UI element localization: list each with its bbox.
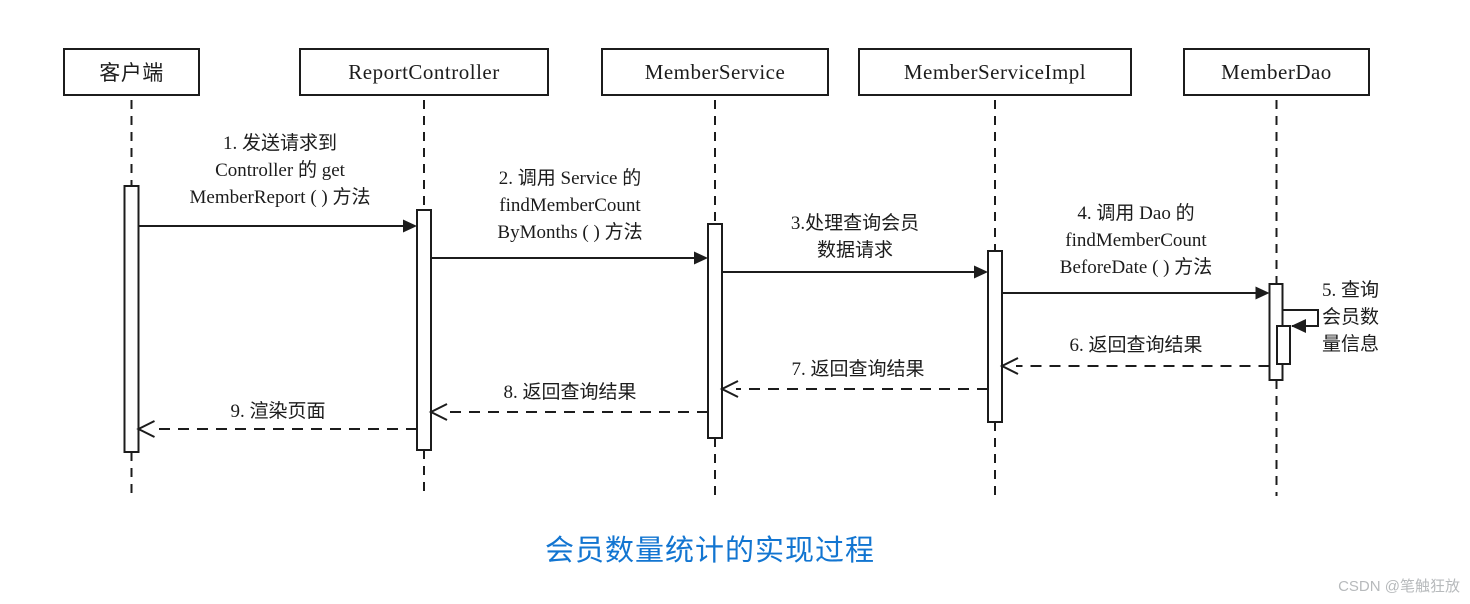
lifelines	[130, 100, 1278, 496]
message-6-label: 6. 返回查询结果	[1069, 335, 1203, 356]
message-5-label: 5. 查询 会员数 量信息	[1322, 280, 1380, 355]
actor-box-memberdao: MemberDao	[1183, 48, 1370, 96]
message-3-arrowhead	[974, 265, 988, 279]
return-arrows	[152, 365, 1270, 430]
activation-memberdao-nested	[1276, 325, 1291, 365]
actor-box-memberservice: MemberService	[601, 48, 829, 96]
self-message-5	[1283, 309, 1319, 333]
actor-label-memberserviceimpl: MemberServiceImpl	[903, 59, 1087, 84]
message-8-arrowhead	[428, 403, 448, 421]
return-arrowheads	[136, 357, 1019, 438]
activation-client	[123, 185, 140, 453]
message-9-arrowhead	[136, 420, 155, 438]
actor-label-memberservice: MemberService	[644, 59, 786, 84]
message-2-arrowhead	[694, 251, 708, 265]
activation-memberservice	[707, 223, 723, 439]
actor-box-memberserviceimpl: MemberServiceImpl	[858, 48, 1132, 96]
message-1-arrowhead	[403, 219, 417, 233]
actor-box-client: 客户端	[63, 48, 200, 96]
message-8-label: 8. 返回查询结果	[503, 382, 637, 403]
self-message-arrowhead	[1291, 319, 1306, 333]
activation-memberserviceimpl	[987, 250, 1003, 423]
sync-arrowheads	[403, 219, 1270, 300]
csdn-watermark: CSDN @笔触狂放	[1338, 578, 1460, 595]
message-1-label: 1. 发送请求到 Controller 的 get MemberReport (…	[189, 133, 371, 208]
message-3-label: 3.处理查询会员 数据请求	[790, 213, 920, 261]
message-2-label: 2. 调用 Service 的 findMemberCount ByMonths…	[497, 168, 643, 243]
actor-box-reportcontroller: ReportController	[299, 48, 549, 96]
message-6-arrowhead	[999, 357, 1019, 375]
actor-label-client: 客户端	[99, 61, 164, 85]
activation-reportcontroller	[416, 209, 432, 451]
activation-bars	[123, 185, 1291, 453]
message-7-label: 7. 返回查询结果	[791, 359, 925, 380]
message-4-label: 4. 调用 Dao 的 findMemberCount BeforeDate (…	[1059, 203, 1213, 278]
actor-label-reportcontroller: ReportController	[348, 59, 500, 84]
message-4-arrowhead	[1255, 286, 1270, 300]
diagram-caption: 会员数量统计的实现过程	[544, 535, 875, 567]
message-7-arrowhead	[719, 380, 739, 398]
actor-label-memberdao: MemberDao	[1221, 59, 1332, 84]
sync-arrows	[138, 225, 1256, 294]
message-9-label: 9. 渲染页面	[230, 401, 326, 422]
